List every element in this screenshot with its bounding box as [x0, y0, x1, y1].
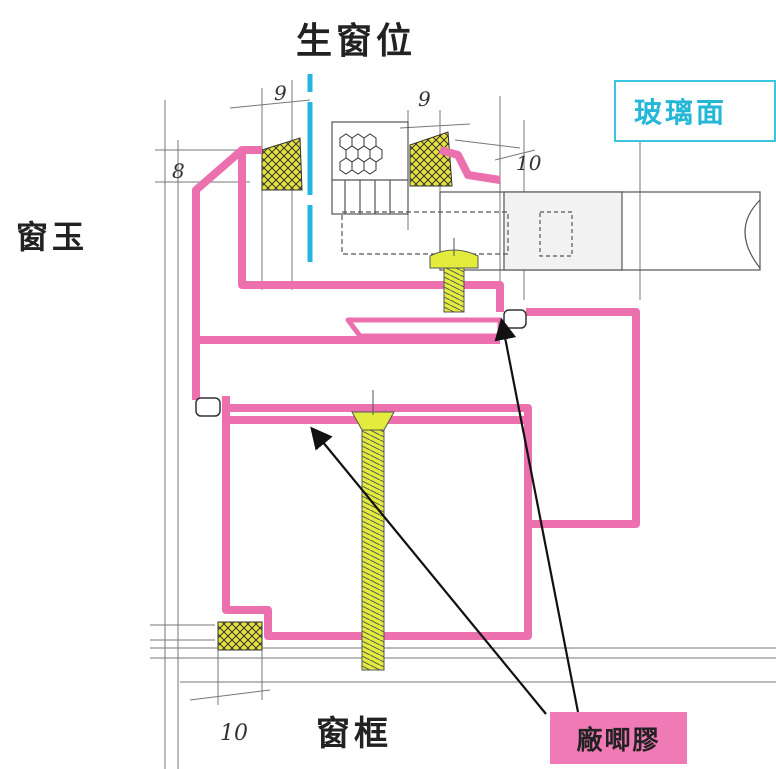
honeycomb-spacer	[339, 133, 383, 175]
top-title: 生窗位	[296, 21, 417, 62]
dim-top-center: 9	[418, 87, 431, 111]
dim-right-side: 10	[516, 151, 542, 175]
sealant-text: 廠唧膠	[576, 725, 661, 756]
glass-face-label: 玻璃面	[614, 80, 776, 142]
bottom-label: 窗框	[316, 714, 392, 754]
sealant-leaders	[310, 317, 580, 715]
long-screw	[351, 390, 395, 671]
profile-clips	[195, 309, 527, 417]
crosshatch-gaskets	[217, 131, 453, 651]
sealant-label: 廠唧膠	[550, 712, 687, 764]
dim-bottom: 10	[220, 721, 248, 746]
glass-face-text: 玻璃面	[634, 96, 728, 129]
dim-left-side: 8	[172, 159, 185, 183]
left-label: 窗玉	[16, 218, 89, 256]
dim-top-left: 9	[274, 81, 287, 105]
short-screw	[429, 238, 479, 313]
glass-unit	[331, 121, 761, 271]
